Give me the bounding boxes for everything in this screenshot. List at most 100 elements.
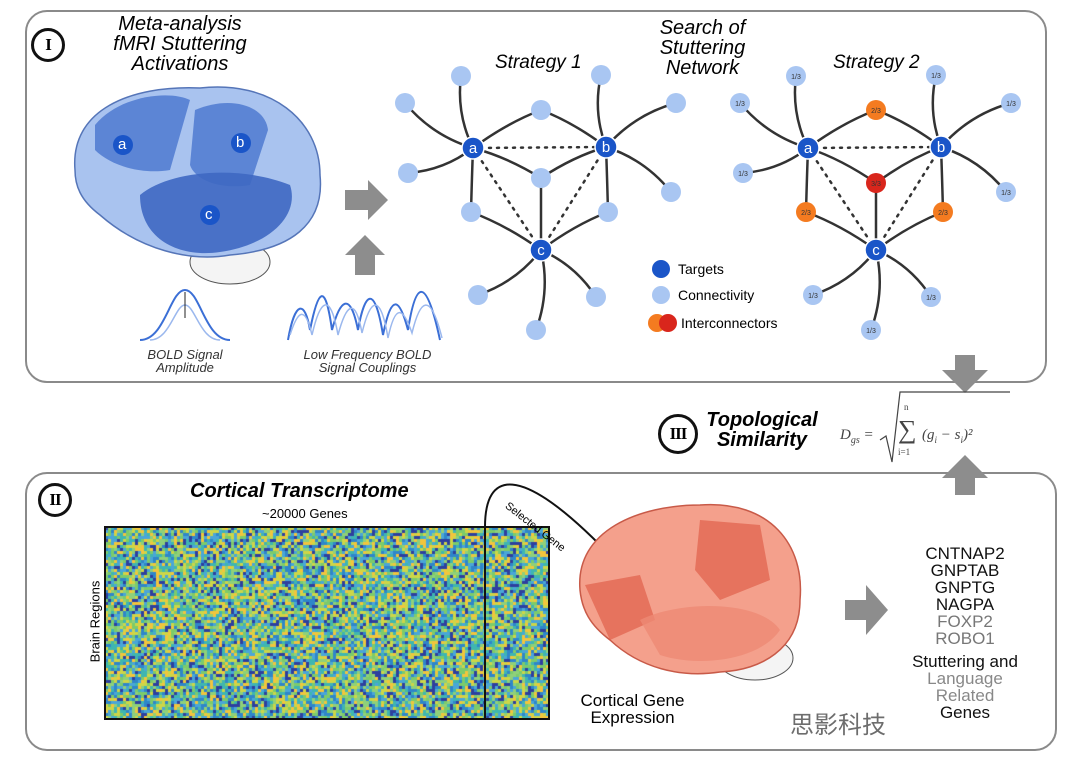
target-node — [461, 136, 485, 160]
legend-target-dot — [652, 260, 670, 278]
panel-2 — [25, 472, 1057, 751]
node-label: 1/3 — [866, 328, 876, 335]
edge — [805, 210, 877, 252]
bold-amplitude-curve — [139, 288, 231, 341]
gene-item: FOXP2 — [937, 612, 993, 631]
label-line: Network — [665, 57, 740, 79]
edge — [940, 101, 1012, 148]
transcriptome-subtitle: ~20000 Genes — [262, 506, 348, 521]
connectivity-node — [730, 93, 750, 113]
connectivity-node — [861, 320, 881, 340]
connectivity-node — [1001, 93, 1021, 113]
brain-red — [579, 503, 802, 681]
node-label: 1/3 — [1006, 101, 1016, 108]
label-line: Amplitude — [156, 360, 214, 375]
connectivity-node — [733, 163, 753, 183]
edge — [404, 102, 474, 150]
genes-caption: Related — [935, 686, 995, 705]
cortical-expression-label: Cortical Gene Expression — [565, 692, 700, 726]
panel1-title: Meta-analysis fMRI Stuttering Activation… — [95, 14, 265, 74]
label-line: Low Frequency BOLD — [303, 347, 432, 362]
target-label: c — [537, 242, 545, 259]
node-label: 1/3 — [808, 293, 818, 300]
edge — [605, 101, 677, 148]
connectivity-node — [661, 182, 681, 202]
target-label: b — [602, 139, 610, 156]
label-line: Expression — [590, 708, 675, 727]
interconnector-node — [796, 202, 816, 222]
connectivity-node — [926, 65, 946, 85]
panel-1 — [25, 10, 1047, 383]
numeral-1: I — [31, 28, 65, 62]
formula-lhs: D — [840, 427, 851, 443]
bold-amplitude-label: BOLD Signal Amplitude — [120, 348, 250, 374]
gene-item: ROBO1 — [935, 629, 995, 648]
search-title: Search of Stuttering Network — [640, 18, 765, 78]
label-line: Topological — [706, 409, 818, 431]
sqrt-sign — [879, 391, 1010, 463]
interconnector-node — [933, 202, 953, 222]
formula-sum-top: n — [904, 402, 909, 412]
distance-formula: Dgs = n ∑ i=1 (gi − si)² — [840, 402, 973, 457]
edge — [470, 210, 542, 252]
label-line: Search of — [659, 17, 746, 39]
transcriptome-title: Cortical Transcriptome — [190, 480, 409, 502]
formula-sub: i — [934, 435, 938, 445]
formula-lhs-sub: gs — [850, 435, 860, 446]
title-line: fMRI Stuttering — [113, 33, 247, 55]
target-label: c — [872, 242, 880, 259]
node-label: 1/3 — [926, 295, 936, 302]
interconnector-node — [866, 100, 886, 120]
region-b-marker — [231, 133, 251, 153]
region-a-marker — [113, 135, 133, 155]
gene-list: CNTNAP2 GNPTAB GNPTG NAGPA FOXP2 ROBO1 S… — [900, 545, 1030, 721]
connectivity-node — [598, 202, 618, 222]
connectivity-node — [461, 202, 481, 222]
legend-interconnectors: Interconnectors — [681, 315, 778, 331]
label-line: Cortical Gene — [580, 691, 685, 710]
edge — [534, 249, 547, 331]
numeral-3: III — [658, 414, 698, 454]
genes-caption: Language — [927, 669, 1003, 688]
dotted-link — [471, 146, 543, 252]
connectivity-node — [395, 93, 415, 113]
arrow-to-genes — [845, 585, 888, 635]
gene-item: GNPTG — [934, 578, 996, 597]
target-node — [796, 136, 820, 160]
connectivity-node — [531, 100, 551, 120]
target-node — [929, 135, 953, 159]
arrow-up-to-similarity — [942, 455, 988, 495]
node-label: 2/3 — [801, 210, 811, 217]
edge — [869, 249, 882, 331]
genes-caption: Stuttering and — [912, 652, 1018, 671]
label-line: BOLD Signal — [147, 347, 223, 362]
gene-item: GNPTAB — [930, 561, 1000, 580]
formula-sub: i — [960, 435, 963, 445]
node-label: 1/3 — [931, 73, 941, 80]
arrow-up — [345, 235, 385, 275]
target-node — [594, 135, 618, 159]
dotted-link — [471, 145, 608, 150]
dotted-link — [539, 145, 608, 252]
region-a-label: a — [118, 136, 127, 153]
target-label: b — [937, 139, 945, 156]
connectivity-node — [666, 93, 686, 113]
formula-minus: − s — [937, 427, 961, 443]
formula-sum-bottom: i=1 — [898, 447, 911, 457]
node-label: 1/3 — [735, 101, 745, 108]
bold-couplings-label: Low Frequency BOLD Signal Couplings — [280, 348, 455, 374]
title-line: Meta-analysis — [118, 13, 242, 35]
legend-targets: Targets — [678, 261, 724, 277]
connectivity-node — [468, 285, 488, 305]
formula-close: )² — [963, 427, 973, 443]
connectivity-node — [398, 163, 418, 183]
formula-body: (g — [922, 427, 935, 443]
gene-item: CNTNAP2 — [925, 544, 1005, 563]
selected-gene-arrow — [484, 483, 601, 546]
label-line: Similarity — [716, 429, 808, 451]
genes-caption: Genes — [939, 703, 991, 722]
brain-blue — [74, 86, 322, 285]
